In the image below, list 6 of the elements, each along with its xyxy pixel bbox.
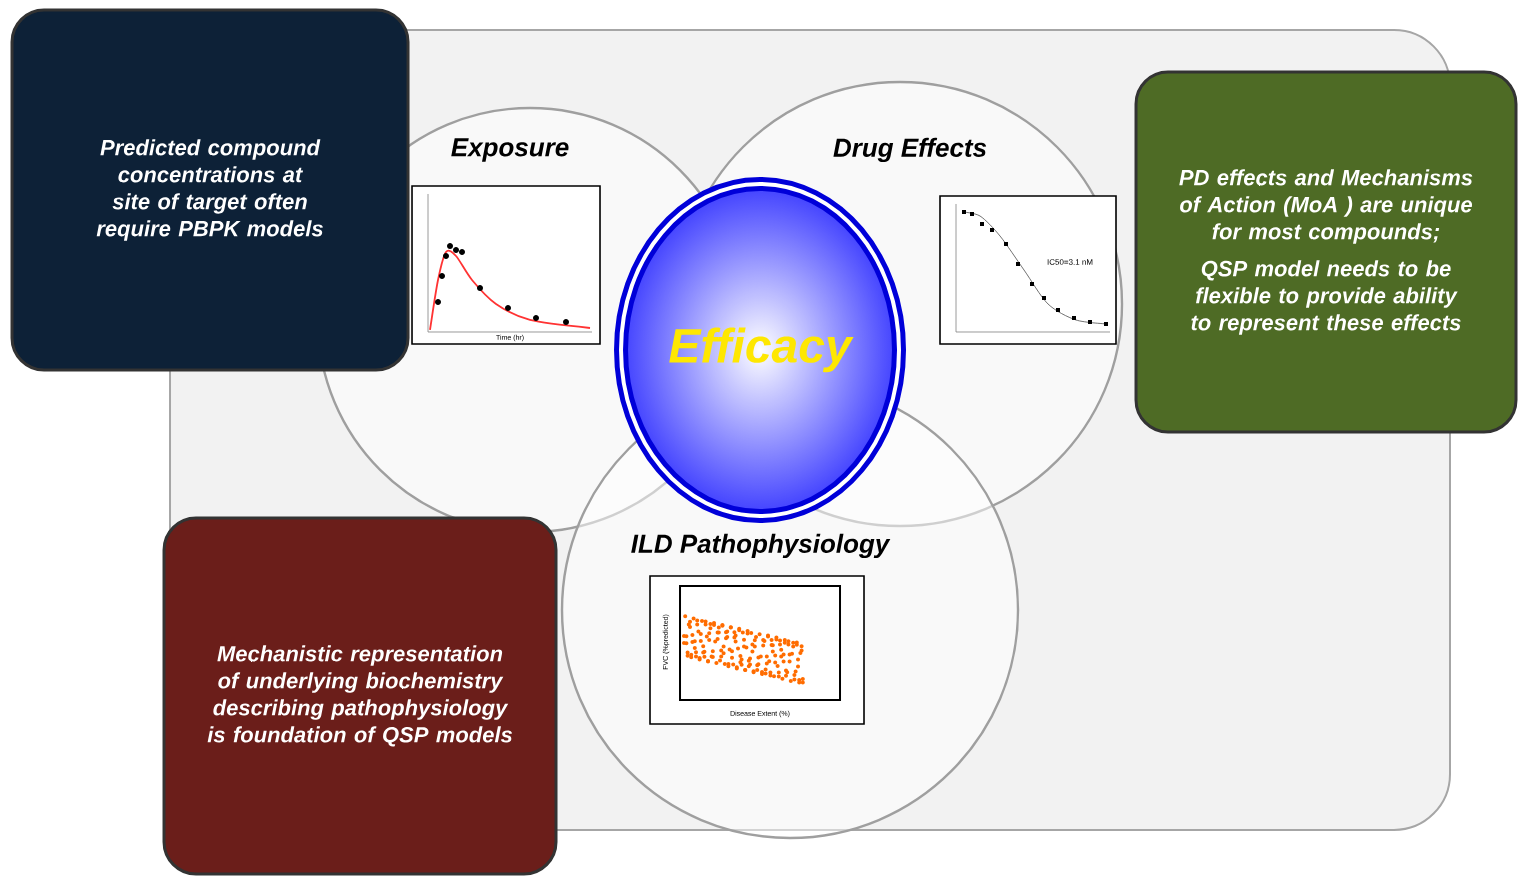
circle-heading: Exposure (451, 138, 569, 162)
circle-heading: ILD Pathophysiology (631, 533, 891, 559)
note-box: PD effects and Mechanisms of Action (MoA ) are unique for most compounds; QSP model needs to be flexible to provide ability to represent these effects (1134, 70, 1518, 434)
note-box: Predicted compound concentrations at site of target often require PBPK models (10, 8, 410, 372)
note-box: Mechanistic representation of underlying biochemistry describing pathophysiology is foundation of QSP models (162, 516, 558, 876)
circle-heading: Drug Effects (833, 137, 987, 163)
